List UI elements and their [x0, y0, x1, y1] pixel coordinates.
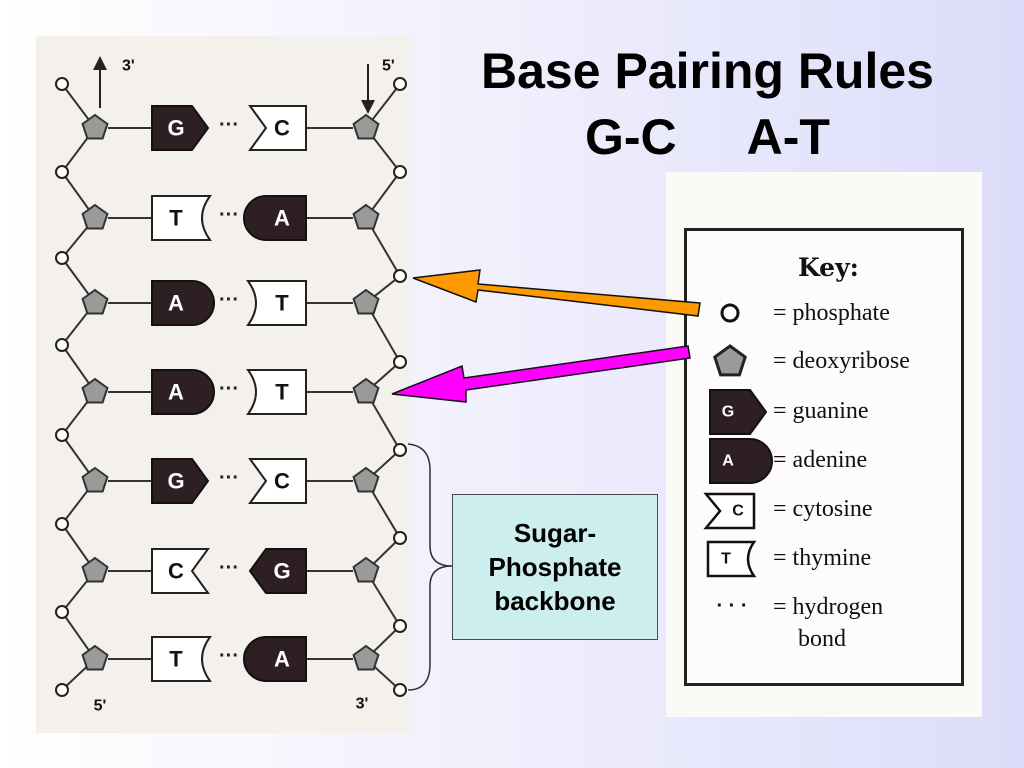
- title-pair-at: A-T: [746, 109, 830, 165]
- deoxyribose-icon: [81, 556, 109, 583]
- deoxyribose-icon: [352, 377, 380, 404]
- guanine-letter: G: [722, 404, 734, 421]
- base-pair-row: A T ···: [81, 369, 380, 415]
- hydrogen-bond-dots: ···: [219, 467, 239, 489]
- base-letter-g: G: [273, 559, 290, 584]
- hydrogen-bond-dots: ···: [219, 378, 239, 400]
- base-letter-t: T: [275, 291, 289, 316]
- phosphate-icon-left: [55, 251, 69, 265]
- thymine-letter: T: [721, 551, 731, 568]
- key-label-hydrogen-bond: bond: [798, 626, 846, 652]
- top-right-end-label: 5': [382, 58, 395, 75]
- phosphate-icon-left: [55, 77, 69, 91]
- backbone-line-1: Sugar-: [513, 518, 597, 548]
- phosphate-pointer-arrow: [412, 269, 701, 317]
- deoxyribose-icon: [81, 466, 109, 493]
- phosphate-icon: [720, 303, 740, 323]
- top-left-arrow-icon: [93, 56, 107, 70]
- title-line-2: G-C A-T: [430, 104, 985, 170]
- base-letter-a: A: [168, 291, 184, 316]
- key-label-deoxyribose: = deoxyribose: [773, 348, 910, 374]
- deoxyribose-icon: [81, 377, 109, 404]
- deoxyribose-icon: [81, 113, 109, 140]
- deoxyribose-icon: [81, 288, 109, 315]
- cytosine-letter: C: [732, 503, 744, 520]
- phosphate-icon-right: [393, 165, 407, 179]
- base-letter-a: A: [274, 206, 290, 231]
- key-label-hydrogen: = hydrogen: [773, 594, 884, 620]
- backbone-bracket: [407, 443, 453, 691]
- base-pair-row: T A ···: [81, 195, 380, 241]
- guanine-icon: G: [709, 389, 768, 435]
- deoxyribose-icon: [352, 113, 380, 140]
- hydrogen-bond-dots: ···: [219, 289, 239, 311]
- phosphate-icon-right: [393, 77, 407, 91]
- hydrogen-bond-dots: ···: [219, 114, 239, 136]
- deoxyribose-icon: [352, 466, 380, 493]
- phosphate-icon-right: [393, 683, 407, 697]
- top-left-end-label: 3': [122, 58, 135, 75]
- backbone-label-box: Sugar- Phosphate backbone: [452, 494, 658, 640]
- cytosine-icon: C: [703, 492, 756, 530]
- slide-title: Base Pairing Rules G-C A-T: [430, 38, 985, 170]
- base-pair-row: A T ···: [81, 280, 380, 326]
- phosphate-icon-left: [55, 683, 69, 697]
- hydrogen-bond-icon: · · ·: [716, 595, 747, 617]
- deoxyribose-pointer-arrow: [391, 345, 691, 403]
- bottom-right-end-label: 3': [356, 696, 369, 713]
- base-letter-g: G: [167, 116, 184, 141]
- base-letter-a: A: [168, 380, 184, 405]
- base-letter-c: C: [274, 116, 290, 141]
- phosphate-icon-right: [393, 355, 407, 369]
- deoxyribose-icon: [713, 344, 747, 377]
- base-letter-t: T: [169, 647, 183, 672]
- deoxyribose-icon: [81, 644, 109, 671]
- base-letter-c: C: [168, 559, 184, 584]
- key-label-guanine: = guanine: [773, 398, 869, 424]
- adenine-icon: A: [709, 438, 773, 484]
- hydrogen-bond-dots: ···: [219, 557, 239, 579]
- key-label-phosphate: = phosphate: [773, 300, 890, 326]
- base-letter-a: A: [274, 647, 290, 672]
- base-pair-row: G C ···: [81, 458, 380, 504]
- key-label-adenine: = adenine: [773, 447, 868, 473]
- adenine-letter: A: [722, 453, 734, 470]
- base-letter-g: G: [167, 469, 184, 494]
- base-letter-t: T: [169, 206, 183, 231]
- deoxyribose-icon: [352, 644, 380, 671]
- phosphate-icon-left: [55, 165, 69, 179]
- thymine-icon: T: [706, 540, 757, 578]
- phosphate-icon-left: [55, 517, 69, 531]
- title-line-1: Base Pairing Rules: [481, 43, 934, 99]
- phosphate-icon-right: [393, 269, 407, 283]
- phosphate-icon-right: [393, 443, 407, 457]
- base-pair-row: G C ···: [81, 105, 380, 151]
- phosphate-icon-right: [393, 531, 407, 545]
- deoxyribose-icon: [352, 203, 380, 230]
- deoxyribose-icon: [81, 203, 109, 230]
- phosphate-icon-left: [55, 338, 69, 352]
- hydrogen-bond-dots: ···: [219, 645, 239, 667]
- key-label-cytosine: = cytosine: [773, 496, 873, 522]
- base-pair-row: C G ···: [81, 548, 380, 594]
- phosphate-icon-left: [55, 605, 69, 619]
- phosphate-icon-left: [55, 428, 69, 442]
- base-letter-t: T: [275, 380, 289, 405]
- title-pair-gc: G-C: [585, 109, 677, 165]
- base-letter-c: C: [274, 469, 290, 494]
- deoxyribose-icon: [352, 556, 380, 583]
- base-pair-row: T A ···: [81, 636, 380, 682]
- bottom-left-end-label: 5': [94, 698, 107, 715]
- phosphate-icon-right: [393, 619, 407, 633]
- deoxyribose-icon: [352, 288, 380, 315]
- backbone-line-3: backbone: [494, 586, 616, 616]
- top-right-arrow-icon: [361, 100, 375, 114]
- backbone-line-2: Phosphate: [488, 552, 622, 582]
- key-title: Key:: [798, 253, 859, 282]
- hydrogen-bond-dots: ···: [219, 204, 239, 226]
- key-label-thymine: = thymine: [773, 545, 872, 571]
